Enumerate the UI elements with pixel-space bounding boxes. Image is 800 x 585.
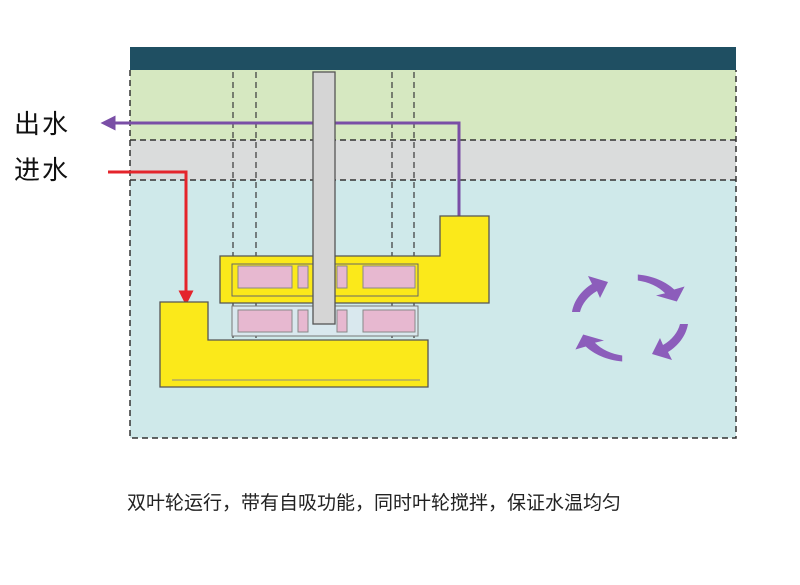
upper-impeller-blade-left bbox=[237, 265, 293, 289]
outlet-label: 出水 bbox=[14, 110, 71, 140]
tank-top-layer bbox=[130, 70, 736, 140]
lower-impeller-hub-left bbox=[297, 309, 309, 333]
upper-impeller-hub-left bbox=[297, 265, 309, 289]
upper-impeller-hub-right bbox=[336, 265, 348, 289]
tank-water-layer bbox=[130, 180, 736, 438]
lower-pump-housing bbox=[159, 301, 429, 388]
outlet-pipe bbox=[100, 115, 461, 218]
upper-impeller-blade-right bbox=[362, 265, 416, 289]
lower-impeller-blade-left bbox=[237, 309, 293, 333]
tank-lid bbox=[130, 47, 736, 70]
tank-outline bbox=[129, 70, 737, 439]
circular-arrows-icon bbox=[572, 274, 688, 362]
diagram-caption: 双叶轮运行，带有自吸功能，同时叶轮搅拌，保证水温均匀 bbox=[127, 492, 622, 514]
inlet-label: 进水 bbox=[14, 156, 71, 186]
lower-impeller-blade-right bbox=[362, 309, 416, 333]
lower-impeller-hub-right bbox=[336, 309, 348, 333]
drive-shaft bbox=[312, 71, 336, 325]
inlet-pipe bbox=[108, 170, 194, 306]
tank-middle-layer bbox=[130, 140, 736, 180]
